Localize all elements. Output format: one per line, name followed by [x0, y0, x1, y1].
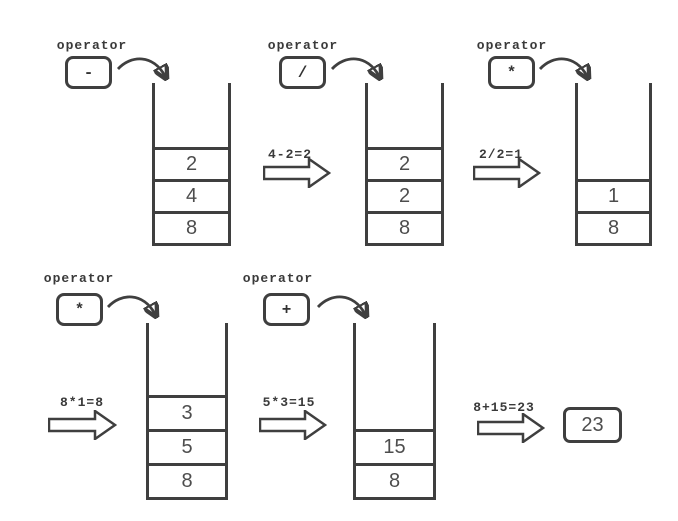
stack-cell: 8 — [152, 211, 231, 246]
result-value: 23 — [581, 413, 604, 436]
stack-cell: 15 — [353, 429, 436, 466]
stack-cell: 2 — [365, 147, 444, 182]
right-block-arrow-icon — [263, 158, 331, 188]
stack-cell: 8 — [575, 211, 652, 246]
operator-box-plus: + — [263, 293, 310, 326]
right-block-arrow-icon — [477, 413, 545, 443]
transition-label: 8*1=8 — [59, 395, 104, 410]
minus-operator-glyph: - — [83, 63, 94, 82]
right-block-arrow-icon — [473, 158, 541, 188]
stack-cell: 1 — [575, 179, 652, 214]
stack-wall — [649, 83, 652, 246]
push-curved-arrow-icon — [106, 295, 164, 326]
operator-box-multiply: * — [488, 56, 535, 89]
transition-label: 8+15=23 — [473, 400, 535, 415]
right-block-arrow-icon — [48, 410, 117, 440]
push-curved-arrow-icon — [116, 57, 174, 88]
right-block-arrow-icon — [259, 410, 327, 440]
transition-label: 4-2=2 — [267, 147, 312, 162]
operator-caption: operator — [476, 38, 548, 53]
stack-wall — [575, 83, 578, 246]
transition-label: 2/2=1 — [478, 147, 523, 162]
push-curved-arrow-icon — [316, 295, 374, 326]
operator-box-minus: - — [65, 56, 112, 89]
operator-box-divide: / — [279, 56, 326, 89]
operator-caption: operator — [56, 38, 128, 53]
stack-cell: 3 — [146, 395, 228, 432]
divide-operator-glyph: / — [297, 63, 308, 82]
operator-caption: operator — [267, 38, 339, 53]
transition-label: 5*3=15 — [262, 395, 316, 410]
stack-cell: 8 — [146, 463, 228, 500]
stack-cell: 2 — [365, 179, 444, 214]
stack-wall — [353, 323, 356, 500]
operator-caption: operator — [242, 271, 314, 286]
stack-cell: 8 — [353, 463, 436, 500]
stack-wall — [433, 323, 436, 500]
operator-caption: operator — [43, 271, 115, 286]
push-curved-arrow-icon — [538, 57, 596, 88]
stack-cell: 2 — [152, 147, 231, 182]
result-box: 23 — [563, 407, 622, 443]
multiply-operator-glyph: * — [506, 63, 517, 82]
stack-cell: 4 — [152, 179, 231, 214]
stack-cell: 5 — [146, 429, 228, 466]
operator-box-multiply: * — [56, 293, 103, 326]
stack-cell: 8 — [365, 211, 444, 246]
push-curved-arrow-icon — [330, 57, 388, 88]
multiply-operator-glyph: * — [74, 300, 85, 319]
plus-operator-glyph: + — [281, 300, 292, 319]
